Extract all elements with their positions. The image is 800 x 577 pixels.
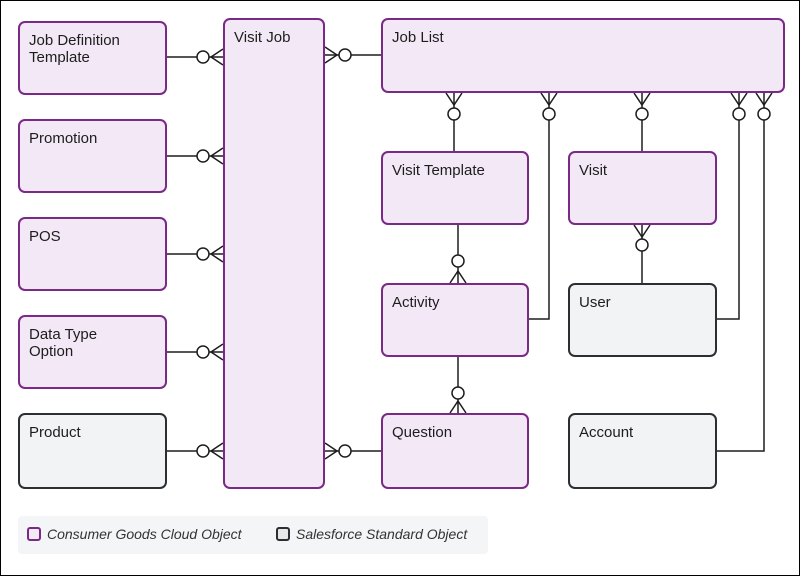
entity-visit-job: Visit Job — [223, 18, 325, 489]
legend-label-salesforce-standard: Salesforce Standard Object — [296, 526, 468, 542]
legend-label-consumer-goods: Consumer Goods Cloud Object — [47, 526, 242, 542]
entity-account: Account — [568, 413, 717, 489]
link-jobdef-visitjob — [167, 48, 224, 66]
legend: Consumer Goods Cloud Object Salesforce S… — [18, 516, 488, 554]
entity-promotion: Promotion — [18, 119, 167, 193]
link-pos-visitjob — [167, 245, 224, 263]
link-joblist-account — [717, 92, 773, 452]
link-joblist-user — [717, 92, 748, 320]
link-product-visitjob — [167, 442, 224, 460]
link-promotion-visitjob — [167, 147, 224, 165]
entity-data-type-option: Data Type Option — [18, 315, 167, 389]
entity-visit-template: Visit Template — [381, 151, 529, 225]
legend-item-consumer-goods: Consumer Goods Cloud Object — [27, 526, 242, 542]
entity-visit: Visit — [568, 151, 717, 225]
legend-item-salesforce-standard: Salesforce Standard Object — [276, 526, 467, 542]
entity-pos: POS — [18, 217, 167, 291]
link-visittemplate-activity — [449, 225, 467, 284]
entity-activity: Activity — [381, 283, 529, 357]
entity-user: User — [568, 283, 717, 357]
entity-job-list: Job List — [381, 18, 785, 93]
link-joblist-activity — [529, 92, 558, 320]
entity-question: Question — [381, 413, 529, 489]
link-question-visitjob — [324, 442, 381, 460]
link-joblist-visit — [633, 92, 651, 151]
consumer-goods-swatch — [27, 527, 41, 541]
link-datatype-visitjob — [167, 343, 224, 361]
link-joblist-visitjob — [324, 46, 381, 64]
link-activity-question — [449, 357, 467, 414]
link-joblist-visittemplate — [445, 92, 463, 151]
link-user-visit — [633, 224, 651, 283]
salesforce-standard-swatch — [276, 527, 290, 541]
entity-product: Product — [18, 413, 167, 489]
entity-job-definition-template: Job Definition Template — [18, 21, 167, 95]
